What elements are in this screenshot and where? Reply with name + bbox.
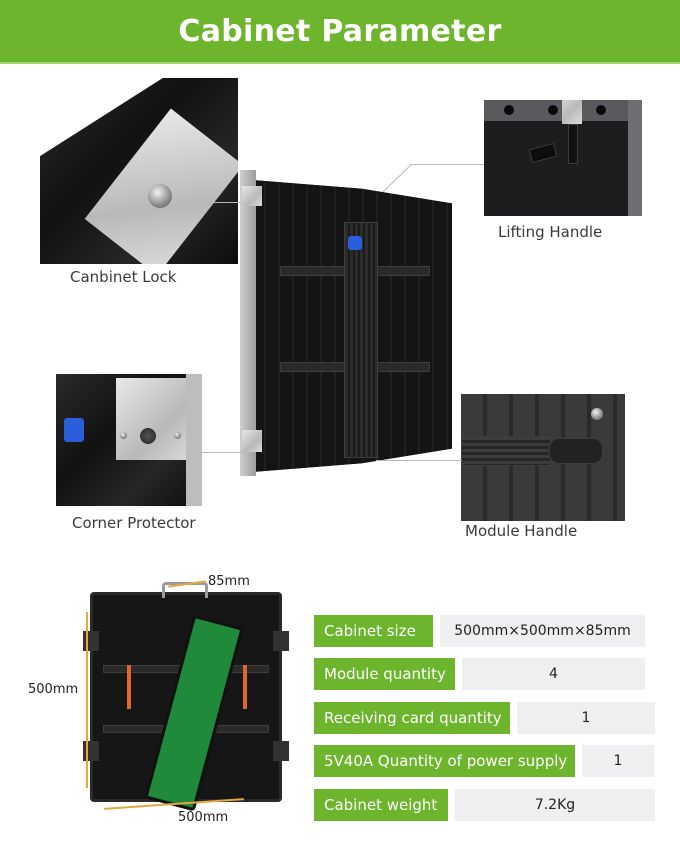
cabinet-lock-photo <box>40 78 238 264</box>
spec-value: 1 <box>517 702 655 734</box>
height-dimension-label: 500mm <box>28 682 79 697</box>
spec-value: 1 <box>582 745 654 777</box>
corner-protector-photo <box>56 374 202 506</box>
width-dimension-label: 500mm <box>178 810 229 825</box>
cabinet-lock-leader-line <box>206 202 246 203</box>
spec-value: 4 <box>462 658 645 690</box>
spec-row-power-supply-quantity: 5V40A Quantity of power supply 1 <box>314 745 654 777</box>
spec-label: Module quantity <box>314 658 455 690</box>
cabinet-lock-caption: Canbinet Lock <box>70 268 177 286</box>
lifting-handle-leader-line <box>410 164 484 165</box>
corner-protector-leader-line <box>202 452 248 453</box>
cabinet-main-photo <box>240 166 458 484</box>
depth-dimension-label: 85mm <box>208 574 250 589</box>
height-dimension-line <box>86 612 88 788</box>
page-title: Cabinet Parameter <box>178 13 502 49</box>
spec-row-receiving-card-quantity: Receiving card quantity 1 <box>314 702 655 734</box>
lifting-handle-caption: Lifting Handle <box>498 223 603 241</box>
page-header: Cabinet Parameter <box>0 0 680 64</box>
module-handle-caption: Module Handle <box>465 522 578 540</box>
module-handle-photo <box>461 394 625 521</box>
spec-value: 7.2Kg <box>455 789 655 821</box>
spec-row-cabinet-size: Cabinet size 500mm×500mm×85mm <box>314 615 645 647</box>
spec-label: Receiving card quantity <box>314 702 510 734</box>
spec-label: 5V40A Quantity of power supply <box>314 745 575 777</box>
spec-row-module-quantity: Module quantity 4 <box>314 658 645 690</box>
spec-label: Cabinet size <box>314 615 433 647</box>
corner-protector-caption: Corner Protector <box>72 514 196 532</box>
module-handle-leader-line <box>376 460 462 461</box>
spec-row-cabinet-weight: Cabinet weight 7.2Kg <box>314 789 655 821</box>
spec-label: Cabinet weight <box>314 789 448 821</box>
spec-value: 500mm×500mm×85mm <box>440 615 645 647</box>
lifting-handle-photo <box>484 100 642 216</box>
